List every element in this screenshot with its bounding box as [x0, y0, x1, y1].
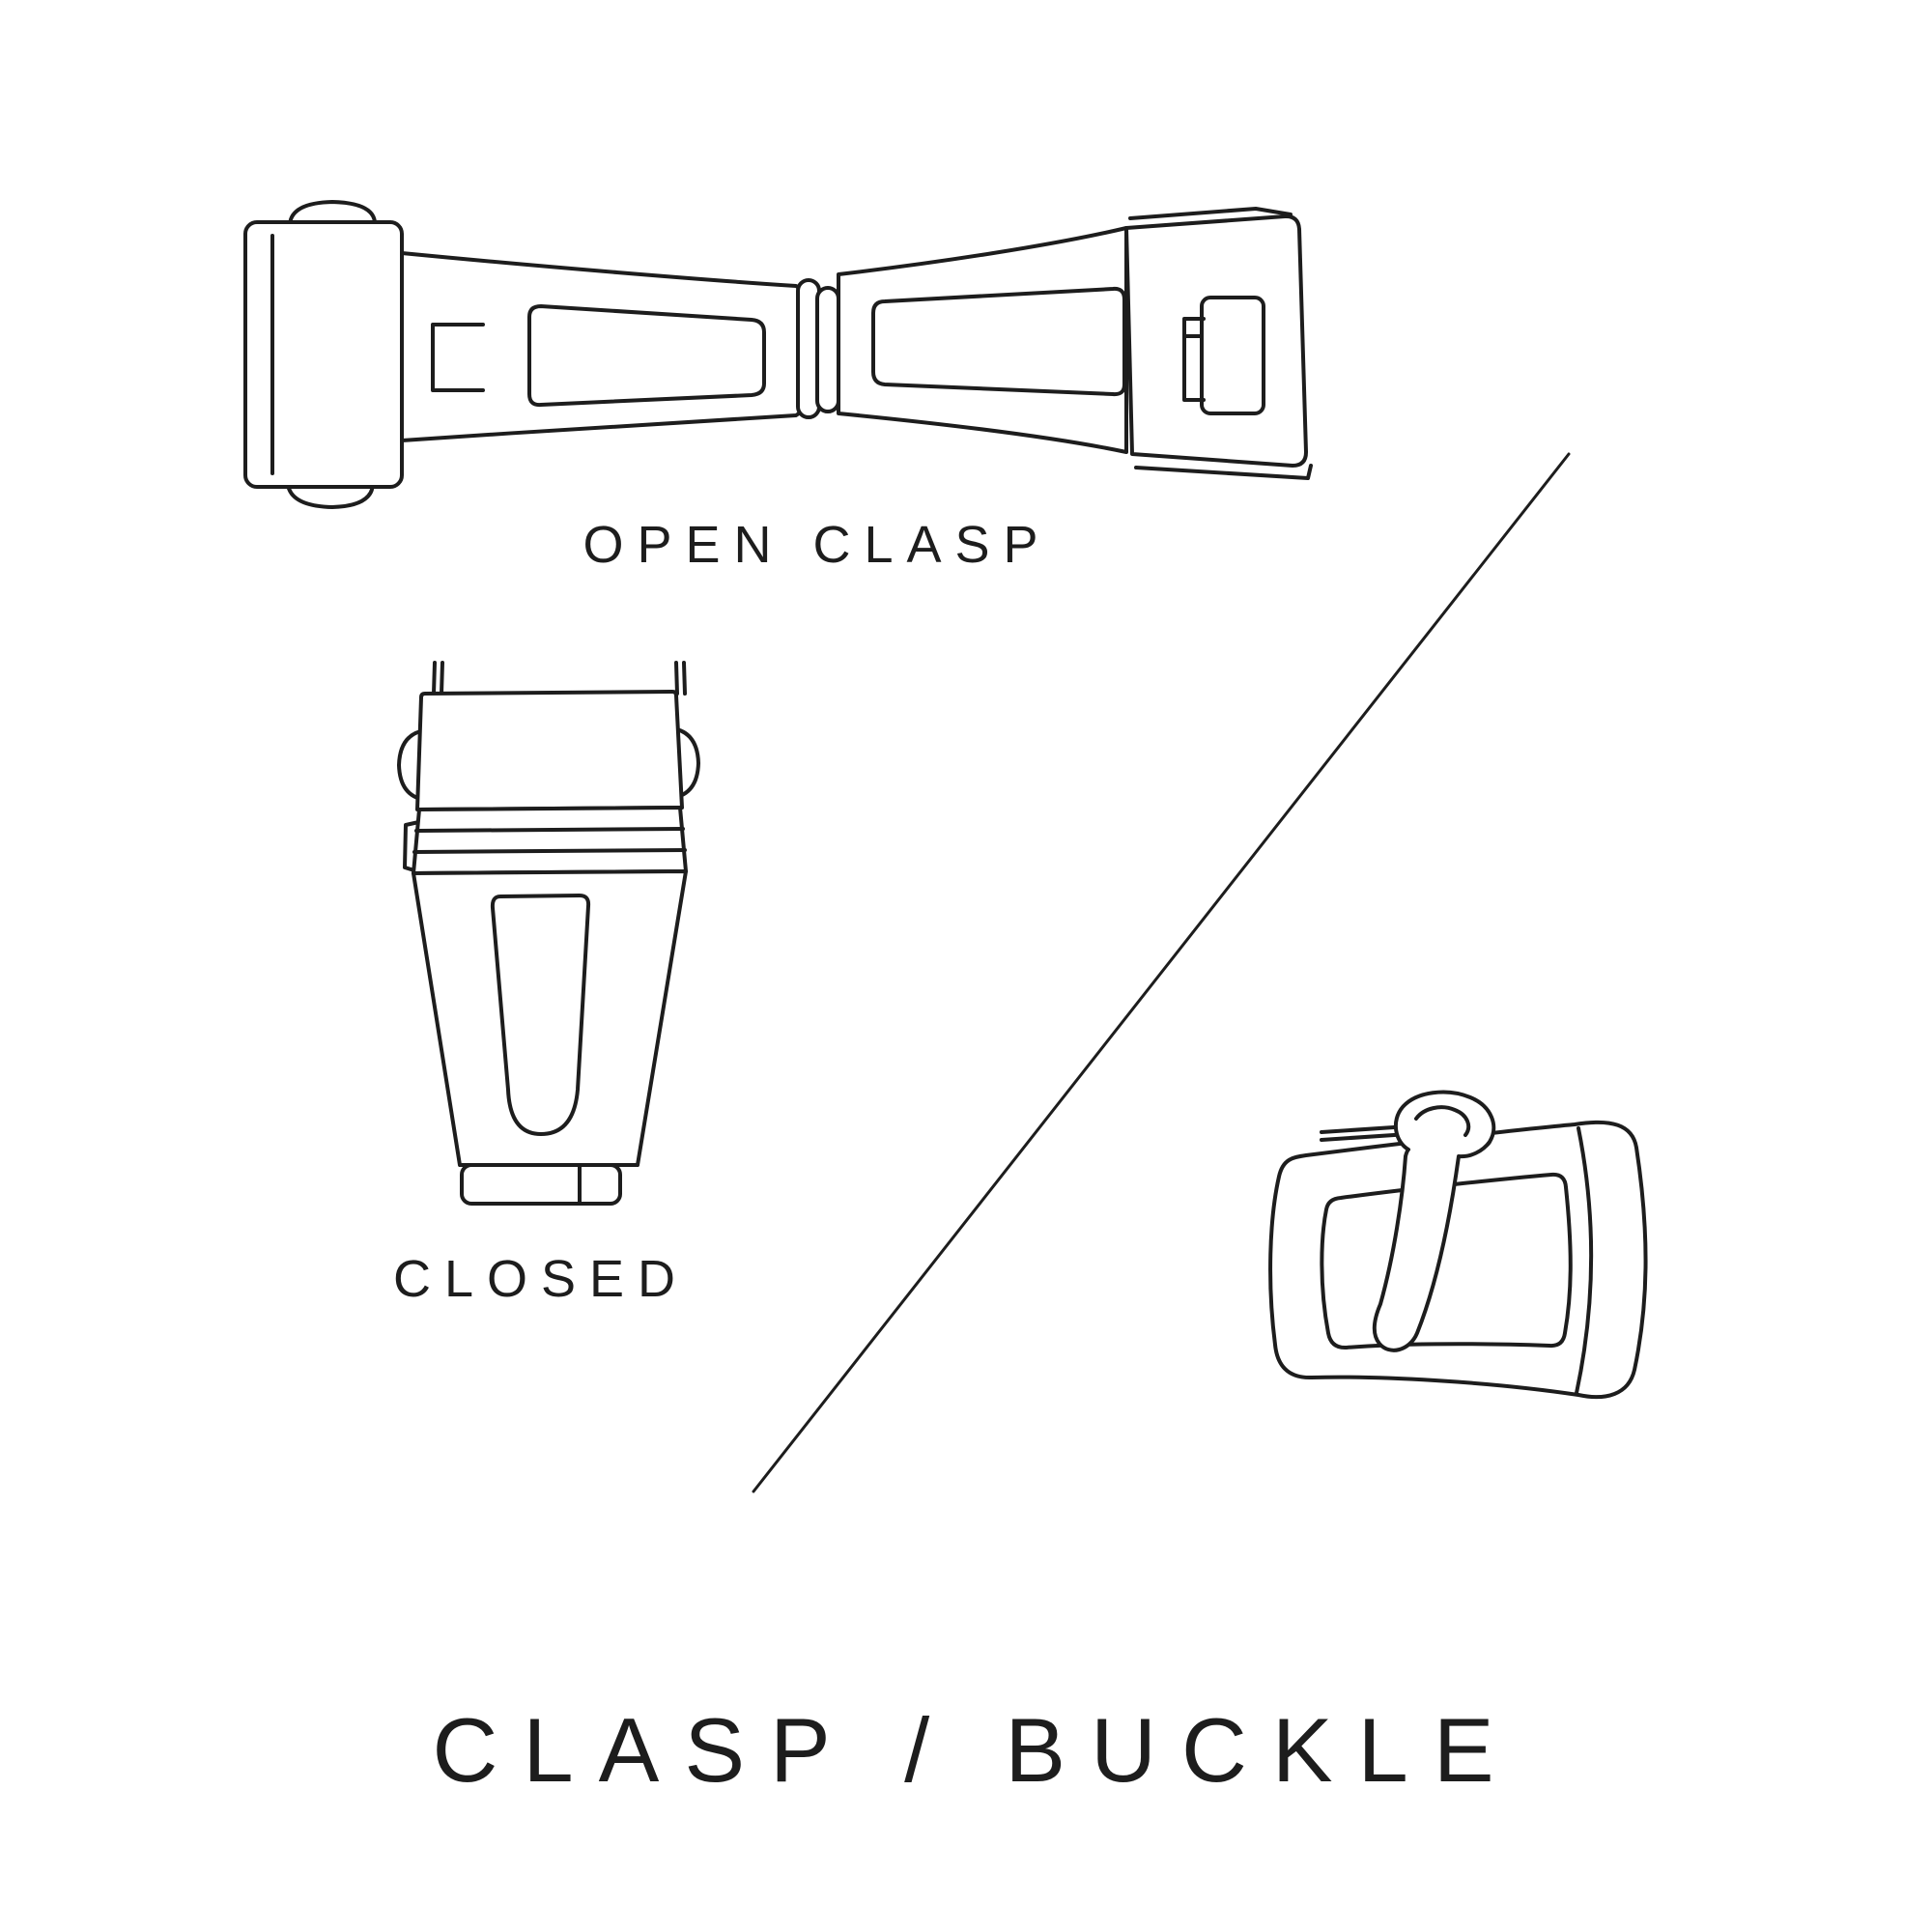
closed-clasp-inner-slot: [490, 894, 591, 1136]
open-clasp-notch: [431, 323, 485, 392]
closed-clasp-illustration: [397, 661, 700, 1206]
page-title: CLASP / BUCKLE: [432, 1699, 1520, 1801]
buckle-opening: [1320, 1172, 1573, 1350]
open-clasp-hinge-b: [815, 286, 840, 413]
open-clasp-left-tab-bottom: [286, 483, 375, 509]
buckle-tongue-loop-inner: [1414, 1105, 1471, 1137]
buckle-right-bar-inner: [1575, 1126, 1594, 1395]
buckle-frame: [1268, 1120, 1648, 1400]
closed-clasp-prong-left: [432, 661, 444, 696]
open-clasp-right-arm-inner: [871, 286, 1126, 397]
open-clasp-right-arm: [837, 226, 1128, 454]
open-clasp-top-strip: [1128, 207, 1293, 220]
closed-clasp-band: [412, 806, 688, 875]
open-clasp-label: OPEN CLASP: [582, 516, 1052, 574]
divider-line: [752, 452, 1571, 1493]
closed-clasp-body: [412, 869, 688, 1167]
open-clasp-right-block: [1124, 213, 1308, 468]
open-clasp-catch: [1200, 296, 1265, 415]
buckle-tongue: [1372, 1090, 1496, 1352]
open-clasp-illustration: [243, 200, 1313, 509]
open-clasp-bottom-strip: [1134, 464, 1313, 480]
buckle-illustration: [1268, 1090, 1648, 1400]
open-clasp-left-arm: [400, 251, 804, 442]
open-clasp-left-block: [243, 220, 404, 489]
closed-clasp-label: CLOSED: [392, 1250, 690, 1308]
closed-clasp-band-line-1: [414, 827, 685, 833]
open-clasp-left-arm-inner: [527, 304, 766, 408]
closed-clasp-top-section: [415, 690, 684, 811]
open-clasp-hook: [1182, 317, 1206, 402]
open-clasp-left-tab-top: [288, 200, 377, 226]
closed-clasp-prong-right: [674, 661, 687, 696]
closed-clasp-band-line-2: [412, 848, 687, 854]
closed-clasp-bottom-cap: [460, 1163, 622, 1206]
